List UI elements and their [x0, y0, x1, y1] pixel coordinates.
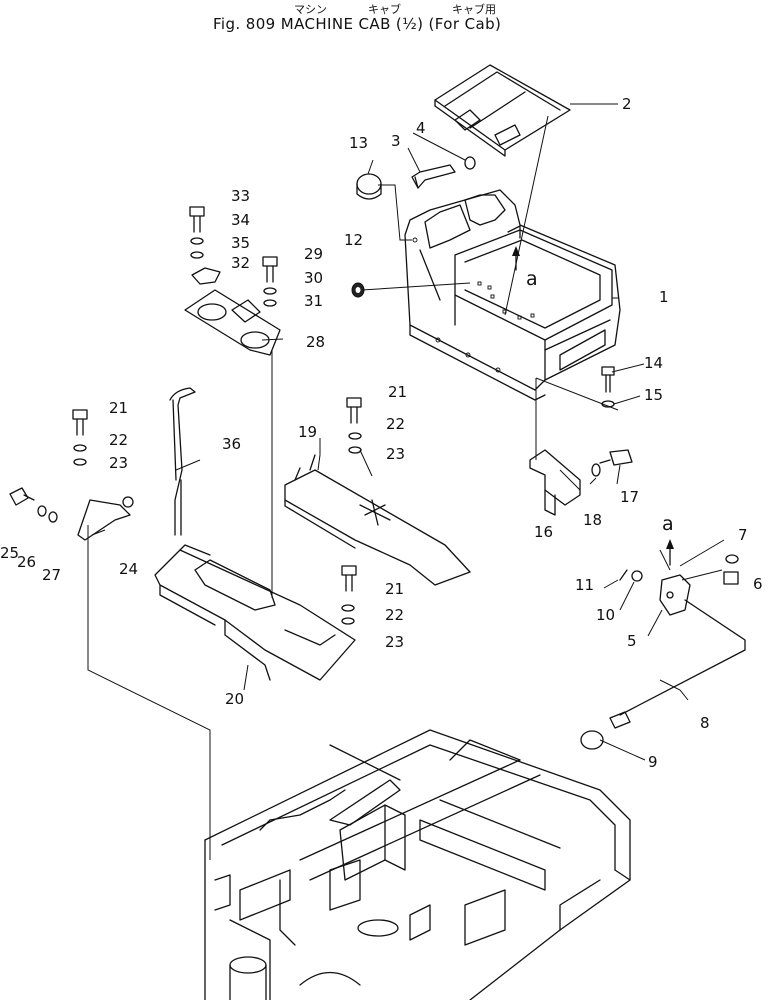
callout-21-left: 21: [109, 399, 128, 417]
title-jp-cab: キャブ: [368, 3, 401, 16]
figure-title: Fig. 809 MACHINE CAB (½) (For Cab): [213, 15, 502, 33]
rod-part-36-outline: [172, 399, 182, 536]
callout-24: 24: [119, 560, 138, 578]
callout-18: 18: [583, 511, 602, 529]
washer-part-18: [591, 463, 601, 477]
plate-part-28: [184, 289, 281, 356]
callout-6: 6: [753, 575, 763, 593]
pin-part-11: [619, 569, 628, 581]
bolt-part-29: [262, 256, 278, 283]
callout-22-lower: 22: [385, 606, 404, 624]
callout-34: 34: [231, 211, 250, 229]
bolt-part-33: [189, 206, 205, 233]
bolt-part-6: [723, 571, 739, 585]
view-arrow-a: a: [512, 246, 538, 290]
callout-9: 9: [648, 753, 658, 771]
callout-7: 7: [738, 526, 748, 544]
cab-box-part-1: [404, 189, 621, 401]
callout-numbers: 1 2 3 4 5 6 7 8 9 10 11 12 13 14 15 16 1…: [0, 95, 763, 771]
callout-31: 31: [304, 292, 323, 310]
washer-part-34: [190, 237, 204, 245]
washer-part-35: [190, 251, 204, 259]
washer-part-10: [631, 570, 643, 582]
callout-13: 13: [349, 134, 368, 152]
washer-part-4: [464, 156, 476, 170]
callout-2: 2: [622, 95, 632, 113]
bracket-part-24: [77, 496, 134, 541]
bolt-part-17: [599, 449, 633, 466]
callout-32: 32: [231, 254, 250, 272]
callout-30: 30: [304, 269, 323, 287]
callout-5: 5: [627, 632, 637, 650]
washer-part-26: [37, 505, 47, 517]
washer-part-27: [48, 511, 58, 523]
callout-23-lower: 23: [385, 633, 404, 651]
callout-25: 25: [0, 544, 19, 562]
title-jp-for-cab: キャブ用: [452, 3, 496, 16]
callout-4: 4: [416, 119, 426, 137]
knob-part-9: [580, 730, 604, 750]
callout-33: 33: [231, 187, 250, 205]
callout-22-left: 22: [109, 431, 128, 449]
washer-part-31: [263, 299, 277, 307]
callout-8: 8: [700, 714, 710, 732]
bracket-part-16: [529, 449, 581, 516]
cover-plate-part-2: [434, 64, 571, 157]
bolt-stack-lower: [341, 565, 357, 625]
bolt-part-25: [9, 487, 35, 506]
bolt-stack-left: [72, 409, 88, 466]
machine-frame-illustration: [204, 729, 631, 1000]
callout-21-upper: 21: [388, 383, 407, 401]
callout-11: 11: [575, 576, 594, 594]
cap-part-13: [356, 173, 382, 200]
callout-29: 29: [304, 245, 323, 263]
rod-part-8: [619, 599, 746, 716]
rod-end-part-8: [609, 711, 631, 729]
callout-35: 35: [231, 234, 250, 252]
title-jp-machine: マシン: [294, 3, 327, 16]
bolt-part-14: [601, 366, 615, 393]
callout-21-lower: 21: [385, 580, 404, 598]
callout-10: 10: [596, 606, 615, 624]
bracket-part-32: [191, 267, 221, 285]
bolt-stack-upper: [346, 397, 362, 454]
view-label-a: a: [526, 268, 538, 290]
washer-part-7: [725, 554, 739, 564]
detail-arrow-a: a: [662, 513, 674, 566]
callout-3: 3: [391, 132, 401, 150]
callout-17: 17: [620, 488, 639, 506]
rod-part-36: [169, 387, 196, 536]
hinge-part-5: [659, 574, 691, 616]
callout-22-upper: 22: [386, 415, 405, 433]
leader-lines: [87, 103, 725, 860]
callout-12: 12: [344, 231, 363, 249]
console-base-part-20: [154, 544, 356, 681]
callout-1: 1: [659, 288, 669, 306]
floor-plate-part-19: [284, 454, 471, 586]
callout-36: 36: [222, 435, 241, 453]
callout-27: 27: [42, 566, 61, 584]
callout-23-left: 23: [109, 454, 128, 472]
washer-part-30: [263, 287, 277, 295]
callout-15: 15: [644, 386, 663, 404]
detail-label-a: a: [662, 513, 674, 535]
callout-19: 19: [298, 423, 317, 441]
grommet-part-12: [351, 282, 365, 298]
callout-20: 20: [225, 690, 244, 708]
callout-26: 26: [17, 553, 36, 571]
callout-28: 28: [306, 333, 325, 351]
callout-23-upper: 23: [386, 445, 405, 463]
callout-14: 14: [644, 354, 663, 372]
callout-16: 16: [534, 523, 553, 541]
